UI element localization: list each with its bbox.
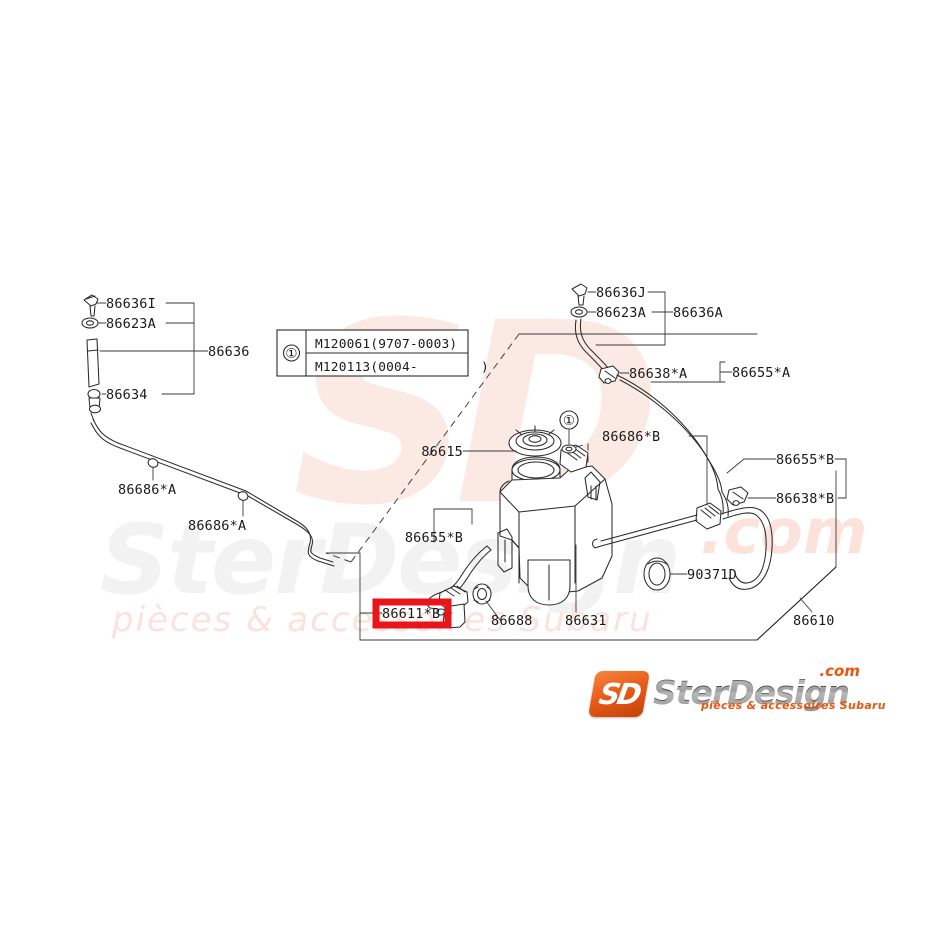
label-86636: 86636 — [208, 344, 250, 360]
label-86623A-right: 86623A — [596, 305, 646, 321]
callout-marker-1: ① — [559, 410, 589, 466]
part-86655A-hose — [616, 374, 723, 493]
label-86655A: 86655*A — [732, 365, 790, 381]
label-86638B: 86638*B — [776, 491, 834, 507]
logo-mark: SD — [587, 671, 651, 717]
reference-table-row-1: M120113(0004- ) — [315, 360, 489, 375]
part-86636A-nozzle-assembly — [570, 283, 610, 373]
part-86655B-hose-right — [592, 488, 773, 590]
part-86615-filler-cap — [508, 425, 562, 475]
label-86611B: 86611*B — [382, 606, 440, 622]
label-86636J: 86636J — [596, 285, 646, 301]
label-86655B-right: 86655*B — [776, 452, 834, 468]
part-86638A-joint — [598, 365, 620, 384]
logo-text-group: SterDesign .com pièces & accessoires Sub… — [653, 662, 886, 717]
part-86631-washer-tank — [497, 444, 613, 606]
label-86688: 86688 — [491, 613, 533, 629]
part-90371D-grommet — [643, 557, 671, 591]
logo-name: SterDesign — [653, 673, 850, 712]
group-boundary-86610 — [325, 333, 837, 641]
part-86686B-clip — [695, 502, 722, 530]
leader-lines — [96, 291, 847, 621]
label-86655B-left: 86655*B — [405, 530, 463, 546]
label-86638A: 86638*A — [629, 366, 687, 382]
part-86638B-joint — [726, 486, 749, 506]
label-86636I: 86636I — [106, 296, 156, 312]
label-86623A-left: 86623A — [106, 316, 156, 332]
part-86686A-hose-left — [90, 418, 335, 567]
label-86634: 86634 — [106, 387, 148, 403]
sterdesign-logo: SD SterDesign .com pièces & accessoires … — [587, 662, 886, 720]
label-90371D: 90371D — [687, 567, 737, 583]
label-86686B: 86686*B — [602, 429, 660, 445]
logo-tagline: pièces & accessoires Subaru — [701, 699, 886, 712]
label-86686A-1: 86686*A — [118, 482, 176, 498]
logo-mark-text: SD — [596, 676, 642, 711]
callout-marker-text: ① — [563, 413, 575, 429]
label-86615: 86615 — [421, 444, 463, 460]
label-86610: 86610 — [793, 613, 835, 629]
reference-table-marker: ① — [285, 346, 297, 362]
part-86688-grommet — [472, 583, 492, 605]
part-86636-nozzle-assembly — [81, 294, 102, 422]
highlight-box-86611B — [372, 598, 452, 629]
label-86686A-2: 86686*A — [188, 518, 246, 534]
logo-dotcom: .com — [819, 662, 860, 680]
label-86631: 86631 — [565, 613, 607, 629]
label-86636A: 86636A — [673, 305, 723, 321]
reference-table: ① M120061(9707-0003) M120113(0004- ) — [276, 329, 489, 377]
reference-table-row-0: M120061(9707-0003) — [315, 337, 457, 352]
part-labels: 86636I 86623A 86636 86634 86686*A 86686*… — [106, 285, 835, 629]
